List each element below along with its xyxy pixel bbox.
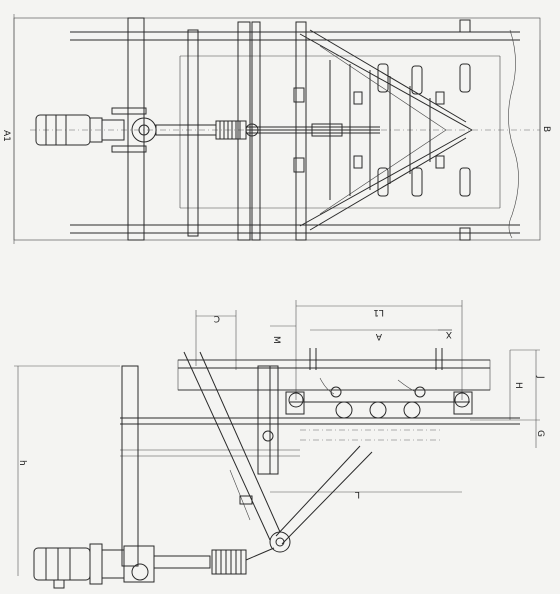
label-m: M xyxy=(271,336,281,344)
plan-rollers xyxy=(329,60,471,200)
elevation-dimensions xyxy=(14,300,540,576)
label-h1: h xyxy=(17,460,27,466)
label-a1: A1 xyxy=(1,130,11,142)
label-j: J xyxy=(535,375,545,379)
plan-motor xyxy=(35,107,380,153)
label-c: C xyxy=(214,313,220,323)
plan-outline xyxy=(13,17,541,241)
plan-lugs xyxy=(245,19,471,241)
elevation-motor xyxy=(33,543,275,589)
label-g: G xyxy=(535,430,545,437)
elevation-rollers xyxy=(262,348,473,442)
elevation-arm xyxy=(183,351,373,553)
label-x: X xyxy=(446,329,452,339)
label-l: L xyxy=(355,489,360,499)
label-a: A xyxy=(375,331,382,341)
plan-rails xyxy=(30,31,540,234)
plan-posts xyxy=(127,17,307,241)
elevation-deck xyxy=(120,359,520,457)
label-l1: L1 xyxy=(373,307,384,317)
label-b: B xyxy=(541,126,551,132)
elevation-verticals xyxy=(121,365,279,567)
label-h: H xyxy=(513,382,523,389)
break-line xyxy=(508,29,519,239)
plan-view: A1 B xyxy=(1,14,551,244)
elevation-view: C M L1 A X J H G L h xyxy=(14,300,545,589)
